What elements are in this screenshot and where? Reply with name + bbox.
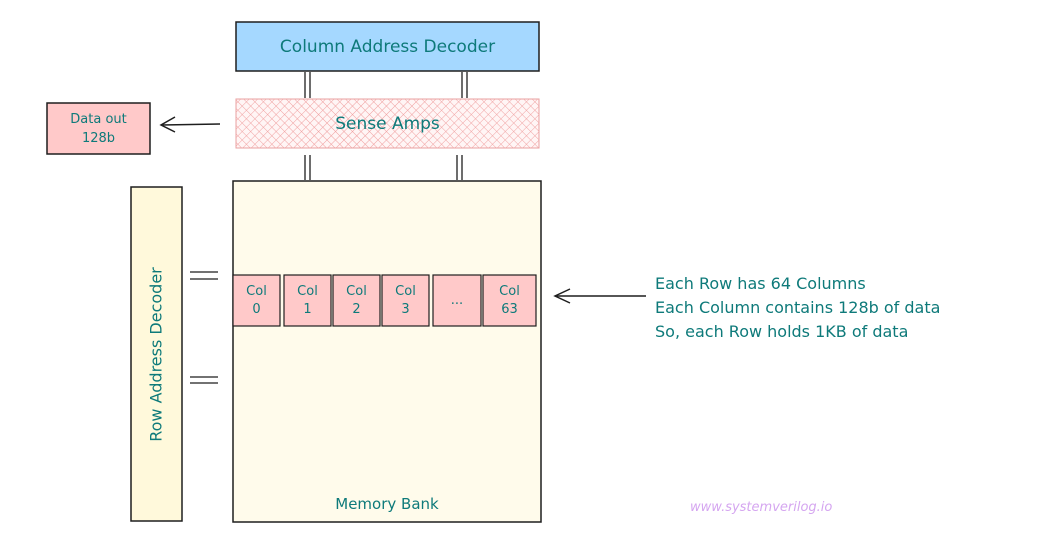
column-cell-bottom-3: 3: [401, 301, 410, 317]
column-cell-label-2: Col 2: [333, 275, 380, 326]
column-cell-top-5: Col: [499, 283, 520, 299]
column-cell-label-0: Col 0: [233, 275, 280, 326]
column-cell-top-1: Col: [297, 283, 318, 299]
watermark: www.systemverilog.io: [690, 500, 833, 515]
column-cell-top-2: Col: [346, 283, 367, 299]
column-cell-top-0: Col: [246, 283, 267, 299]
annotation-line-2: Each Column contains 128b of data: [655, 298, 941, 317]
column-cells: [232, 274, 537, 327]
column-cell-4: [432, 274, 482, 327]
column-cell-5: [482, 274, 537, 327]
column-cell-3: [381, 274, 430, 327]
column-cell-top-4: ...: [450, 292, 464, 308]
annotation-line-1: Each Row has 64 Columns: [655, 274, 866, 293]
data-out-line1: Data out: [70, 111, 127, 127]
column-cell-label-1: Col 1: [284, 275, 331, 326]
column-cell-top-3: Col: [395, 283, 416, 299]
row-decoder-connectors: [190, 271, 218, 384]
data-out-label: Data out 128b: [47, 103, 150, 154]
column-cell-bottom-0: 0: [252, 301, 261, 317]
data-out-line2: 128b: [81, 130, 116, 146]
memory-bank-label: Memory Bank: [335, 495, 439, 513]
column-cell-label-5: Col 63: [483, 275, 536, 326]
annotation-arrow: [553, 288, 646, 304]
column-cell-1: [283, 274, 332, 327]
column-cell-label-3: Col 3: [382, 275, 429, 326]
row-decoder-label: Row Address Decoder: [146, 267, 166, 442]
column-cell-bottom-2: 2: [352, 301, 361, 317]
data-out-arrow: [159, 116, 221, 133]
annotation-text: Each Row has 64 Columns Each Column cont…: [655, 272, 940, 344]
memory-bank-box: [232, 180, 542, 523]
column-cell-bottom-1: 1: [303, 301, 312, 317]
sense-amps-label: Sense Amps: [335, 113, 440, 134]
column-decoder-box: [235, 21, 540, 72]
annotation-line-3: So, each Row holds 1KB of data: [655, 322, 909, 341]
column-decoder-label: Column Address Decoder: [279, 36, 496, 57]
column-cell-bottom-5: 63: [501, 301, 518, 317]
row-decoder-box: [130, 186, 183, 522]
column-cell-label-4: ...: [433, 275, 481, 326]
column-cell-0: [232, 274, 281, 327]
data-out-box: [46, 102, 151, 155]
decoder-to-senseamps-connector: [304, 72, 468, 98]
column-cell-2: [332, 274, 381, 327]
senseamps-to-bank-connector: [304, 155, 463, 180]
